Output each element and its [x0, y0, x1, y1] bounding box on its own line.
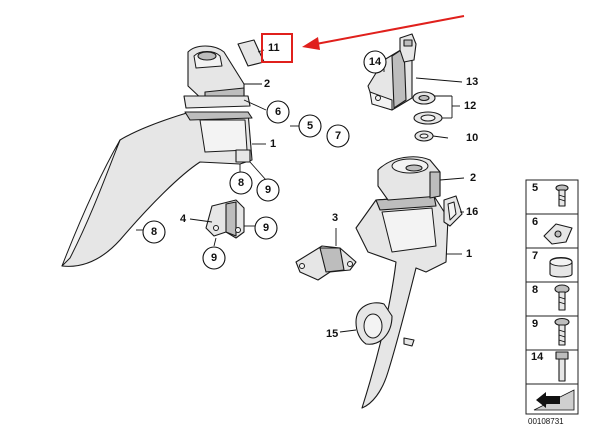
fastener-legend: 5 6 7 8 9 [525, 179, 579, 426]
callout-circle-6 [266, 100, 290, 124]
callout-2-left: 2 [264, 78, 270, 90]
legend-number-14: 14 [531, 351, 544, 363]
mounting-bracket-part-3 [295, 245, 357, 281]
clip-part-16 [443, 195, 463, 227]
callout-7: 7 [335, 130, 341, 142]
callout-14: 14 [369, 56, 382, 68]
callout-circle-9-upper [256, 178, 280, 202]
highlight-arrow-head [302, 37, 320, 50]
callout-circle-8-upper [229, 171, 253, 195]
callout-13: 13 [466, 76, 478, 88]
callout-5: 5 [307, 120, 313, 132]
callout-6: 6 [275, 106, 281, 118]
callout-circle-5 [298, 114, 322, 138]
callout-15: 15 [326, 328, 338, 340]
callout-12: 12 [464, 100, 476, 112]
screw-flange-icon [554, 317, 570, 346]
callout-1-left: 1 [270, 138, 276, 150]
legend-number-5: 5 [532, 182, 538, 194]
callout-8-lower: 8 [151, 226, 157, 238]
highlight-box-11 [261, 33, 293, 63]
legend-number-6: 6 [532, 216, 538, 228]
callout-9-right: 9 [263, 222, 269, 234]
rubber-cap-icon [549, 256, 573, 278]
connector-part-13 [399, 33, 417, 63]
legend-row-14 [525, 349, 579, 385]
callout-2-right: 2 [470, 172, 476, 184]
callouts: 11 2 6 5 7 1 8 9 8 4 9 9 14 13 12 10 2 1… [142, 42, 478, 340]
mounting-bracket-left [205, 199, 245, 239]
callout-circle-8-lower [142, 220, 166, 244]
bolt-icon [555, 351, 569, 382]
legend-number-8: 8 [532, 284, 538, 296]
callout-1-right: 1 [466, 248, 472, 260]
callout-circle-14 [363, 50, 387, 74]
foam-pad-part-11 [237, 39, 265, 67]
highlight-annotation [261, 15, 465, 63]
legend-row-5 [525, 179, 579, 215]
callout-11: 11 [268, 42, 280, 54]
callout-circle-9-right [254, 216, 278, 240]
callout-3: 3 [332, 212, 338, 224]
screw-pan-head-icon [554, 284, 570, 311]
clip-nut-icon [543, 223, 573, 245]
screw-small-icon [555, 184, 569, 207]
callout-4: 4 [180, 213, 187, 225]
callout-8-upper: 8 [238, 177, 244, 189]
side-trim-panel-left [61, 111, 253, 267]
side-trim-panel-right [355, 195, 449, 409]
legend-number-9: 9 [532, 318, 538, 330]
grommet-part-12 [412, 91, 443, 125]
callout-circle-9-lower [202, 246, 226, 270]
trim-ring-part-15 [355, 302, 393, 345]
ring-part-10 [414, 130, 434, 142]
leader-lines [136, 49, 465, 333]
console-bracket-part-14 [367, 47, 413, 111]
console-housing-left [183, 45, 251, 109]
callout-circle-7 [326, 124, 350, 148]
corner-arrow-icon [533, 389, 575, 411]
callout-10: 10 [466, 132, 478, 144]
highlight-arrow-line [315, 15, 465, 45]
console-housing-right [377, 156, 441, 201]
callout-9-lower: 9 [211, 252, 217, 264]
callout-16: 16 [466, 206, 478, 218]
diagram-id-code: 00108731 [528, 417, 564, 426]
callout-9-upper: 9 [265, 184, 271, 196]
legend-number-7: 7 [532, 250, 538, 262]
